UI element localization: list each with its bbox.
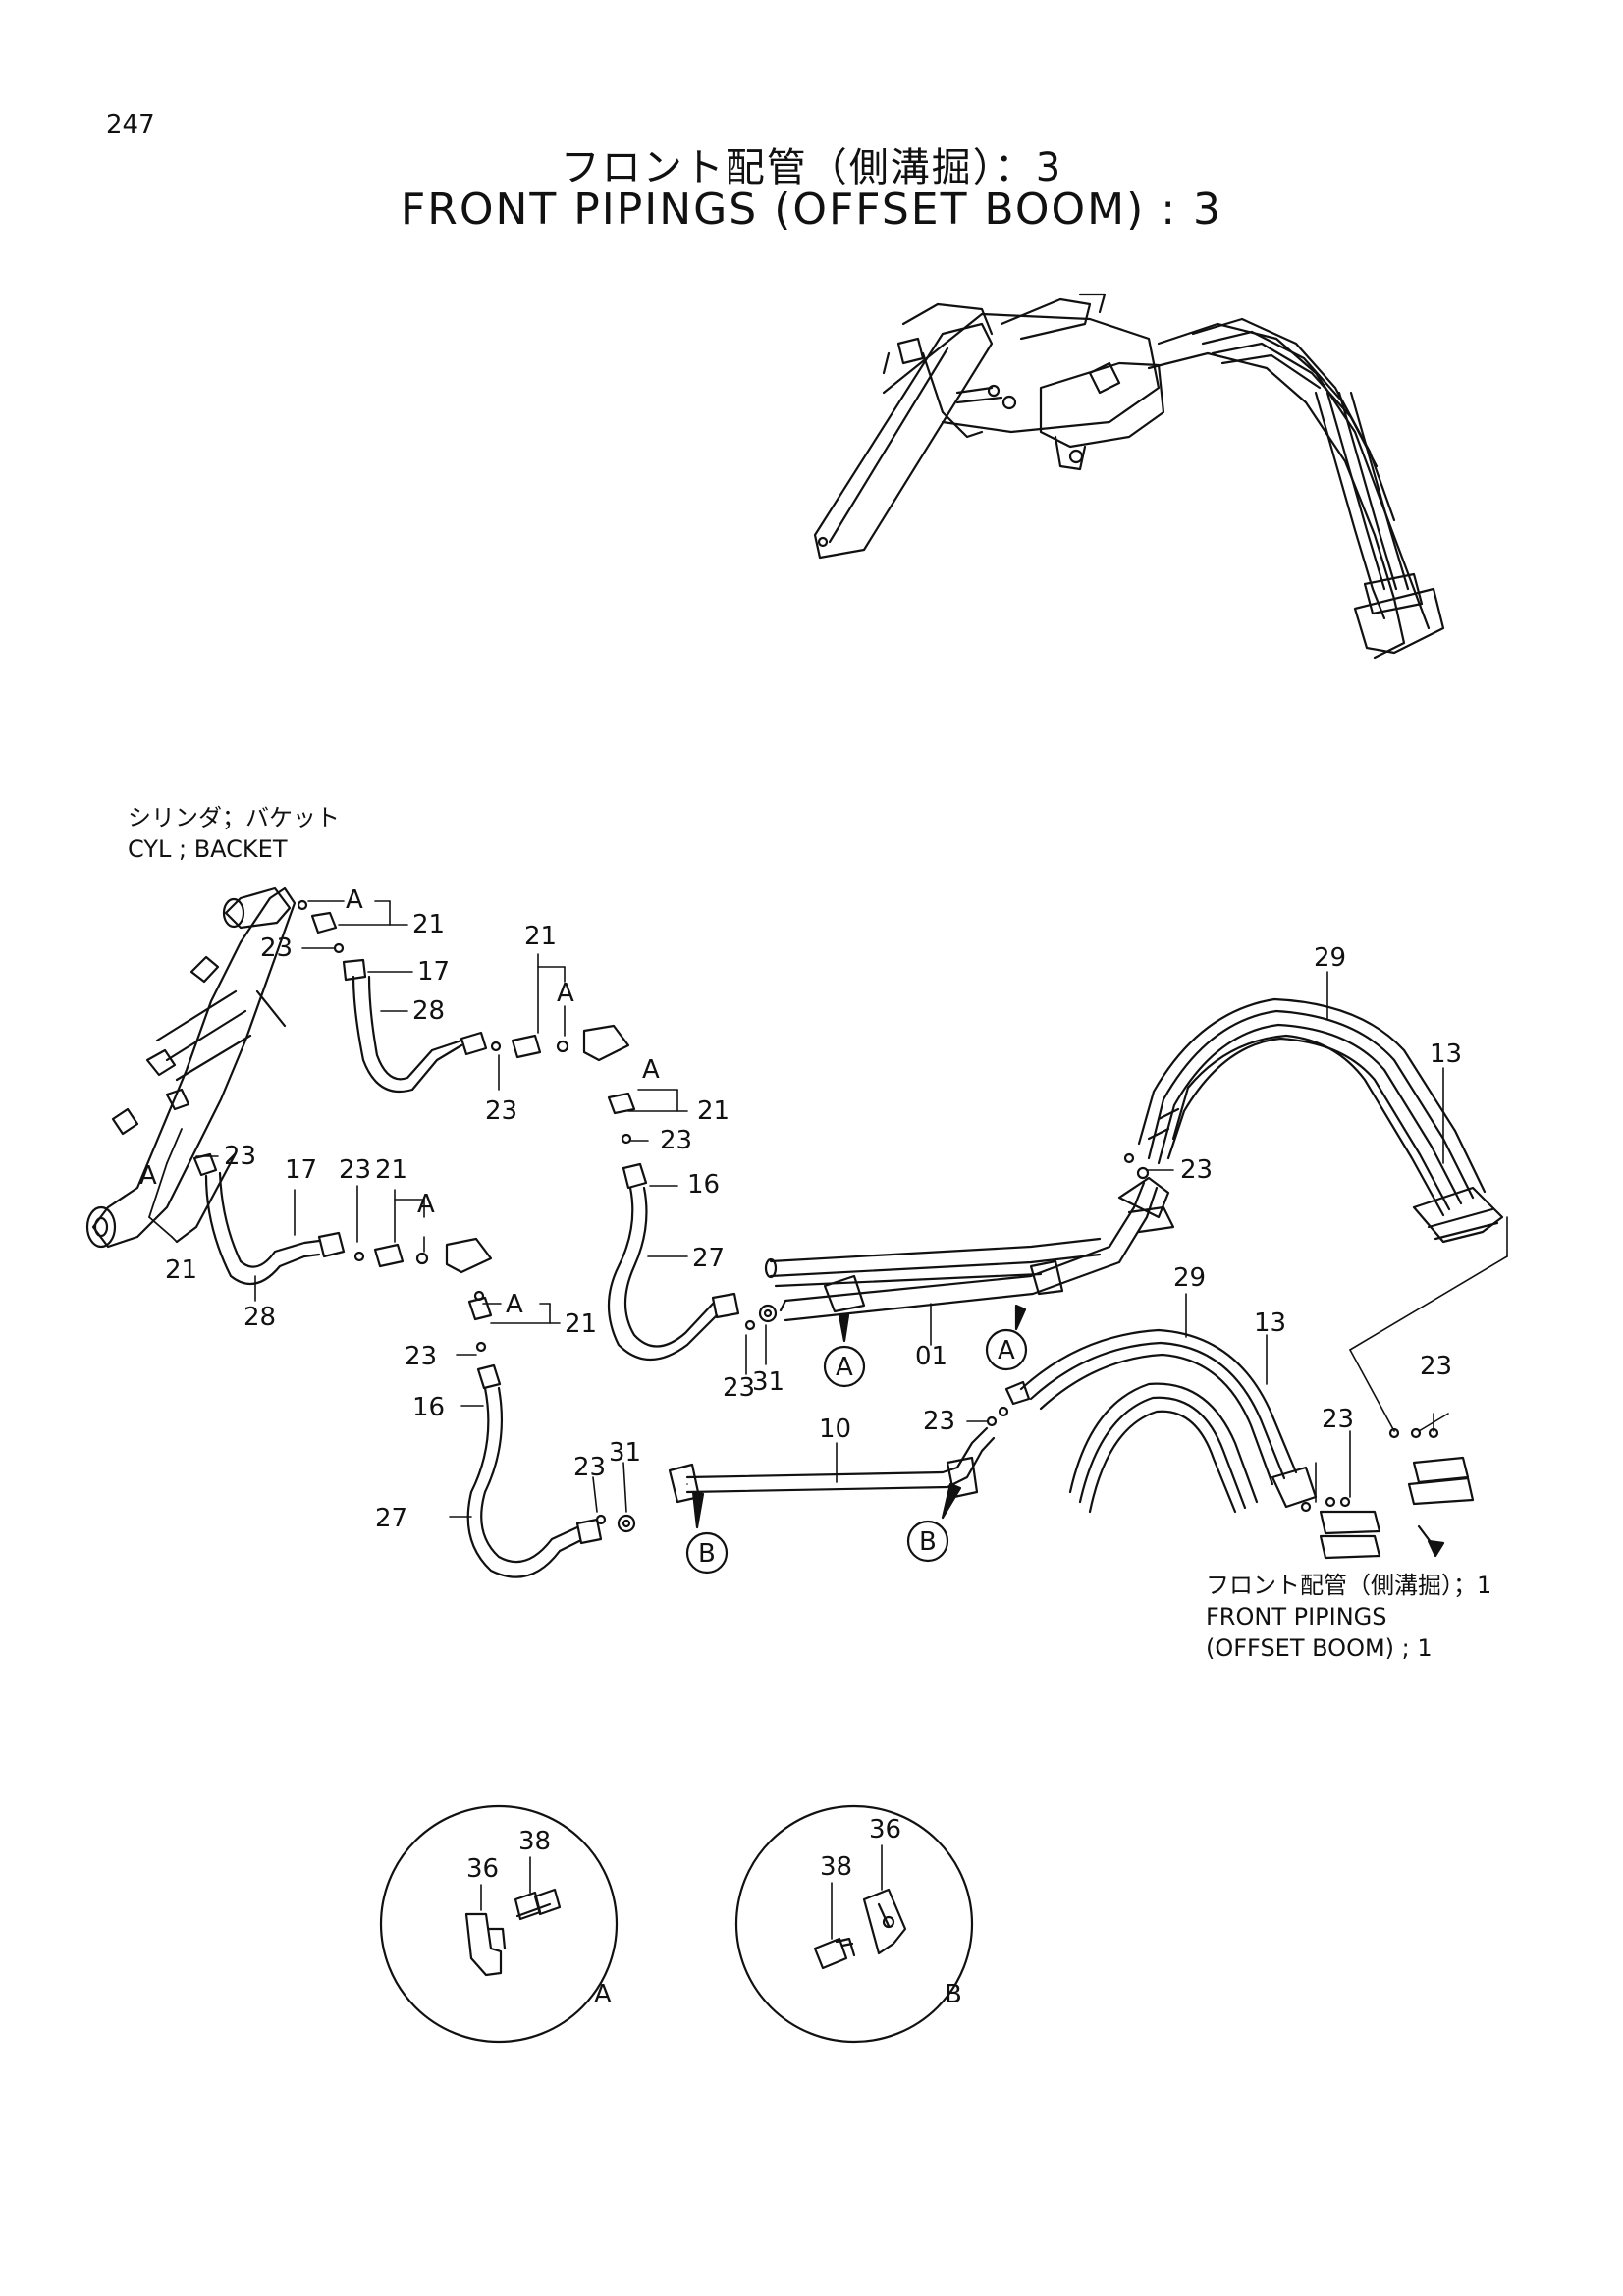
callout-letter-a: A <box>836 1353 853 1382</box>
caption-cylinder-jp: シリンダ；バケット <box>128 804 340 831</box>
hose-lower-left <box>165 1088 493 1286</box>
detail-letter-b: B <box>945 1980 962 2009</box>
detail-a <box>379 1804 619 2044</box>
label-a: A <box>346 885 363 915</box>
hose-upper-left <box>297 899 630 1094</box>
pipe-01 <box>764 1152 1175 1322</box>
caption-reference-en-1: FRONT PIPINGS <box>1206 1603 1387 1630</box>
label-31: 31 <box>752 1367 784 1397</box>
label-36: 36 <box>466 1854 499 1884</box>
label-23: 23 <box>1322 1405 1354 1434</box>
cylinder-leaders <box>148 1128 183 1243</box>
arrow-a-2 <box>1014 1304 1027 1331</box>
arrow-b-1 <box>691 1490 705 1529</box>
label-21: 21 <box>375 1155 407 1185</box>
label-38: 38 <box>820 1852 852 1882</box>
end-fittings <box>1300 1427 1475 1560</box>
label-28: 28 <box>243 1303 276 1332</box>
label-31: 31 <box>609 1438 641 1468</box>
label-a: A <box>642 1055 660 1085</box>
hose-lower <box>466 1290 636 1578</box>
detail-leaders <box>480 1844 883 1940</box>
page-number: 247 <box>106 110 155 139</box>
label-17: 17 <box>285 1155 317 1185</box>
callout-letter-b: B <box>919 1527 937 1557</box>
callout-letter-a: A <box>998 1336 1015 1365</box>
hose-middle <box>607 1092 778 1362</box>
label-a: A <box>139 1161 157 1191</box>
caption-reference-en-2: (OFFSET BOOM) ; 1 <box>1206 1634 1433 1662</box>
label-21: 21 <box>412 910 445 939</box>
machine-overview <box>813 293 1445 660</box>
arrow-a-1 <box>838 1313 850 1343</box>
hose-bundle-lower <box>998 1328 1318 1514</box>
label-23: 23 <box>405 1342 437 1371</box>
label-27: 27 <box>692 1244 725 1273</box>
label-21: 21 <box>565 1309 597 1339</box>
callout-circle-b <box>685 1531 729 1575</box>
caption-reference-jp: フロント配管（側溝掘）；1 <box>1206 1572 1492 1599</box>
label-17: 17 <box>417 957 450 987</box>
title-english: FRONT PIPINGS (OFFSET BOOM) : 3 <box>400 185 1223 235</box>
detail-letter-a: A <box>594 1980 612 2009</box>
part-labels: A 21 23 17 28 21 A 23 A 21 23 16 27 23 1… <box>139 885 1462 2009</box>
label-01: 01 <box>915 1342 947 1371</box>
arrow-b-2 <box>941 1482 962 1520</box>
title-japanese: フロント配管（側溝掘）：3 <box>560 145 1063 190</box>
label-a: A <box>417 1190 435 1219</box>
label-23: 23 <box>923 1407 955 1436</box>
label-23: 23 <box>1420 1352 1452 1381</box>
callout-circles <box>685 1304 1028 1575</box>
label-a: A <box>506 1290 523 1319</box>
label-29: 29 <box>1314 943 1346 973</box>
bucket-cylinder <box>85 886 297 1249</box>
label-23: 23 <box>339 1155 371 1185</box>
callout-circle-a <box>823 1345 866 1388</box>
leader-lines <box>195 900 1508 1518</box>
label-a: A <box>557 979 574 1008</box>
hose-bundle-upper <box>1137 997 1504 1244</box>
label-28: 28 <box>412 996 445 1026</box>
label-21: 21 <box>165 1255 197 1285</box>
label-21: 21 <box>524 922 557 951</box>
label-23: 23 <box>260 934 293 963</box>
label-23: 23 <box>573 1453 606 1482</box>
label-23: 23 <box>485 1096 517 1126</box>
caption-cylinder-en: CYL ; BACKET <box>128 835 288 863</box>
label-21: 21 <box>697 1096 730 1126</box>
label-23: 23 <box>723 1373 755 1403</box>
label-38: 38 <box>518 1827 551 1856</box>
callout-circle-b <box>906 1520 949 1563</box>
label-23: 23 <box>660 1126 692 1155</box>
callout-letter-b: B <box>698 1539 716 1569</box>
label-16: 16 <box>687 1170 720 1200</box>
label-13: 13 <box>1254 1308 1286 1338</box>
label-16: 16 <box>412 1393 445 1422</box>
label-27: 27 <box>375 1504 407 1533</box>
callout-circle-a <box>985 1328 1028 1371</box>
label-10: 10 <box>819 1415 851 1444</box>
label-29: 29 <box>1173 1263 1206 1293</box>
label-13: 13 <box>1430 1040 1462 1069</box>
label-36: 36 <box>869 1815 901 1844</box>
detail-b <box>734 1804 974 2044</box>
label-23: 23 <box>1180 1155 1213 1185</box>
label-23: 23 <box>224 1142 256 1171</box>
